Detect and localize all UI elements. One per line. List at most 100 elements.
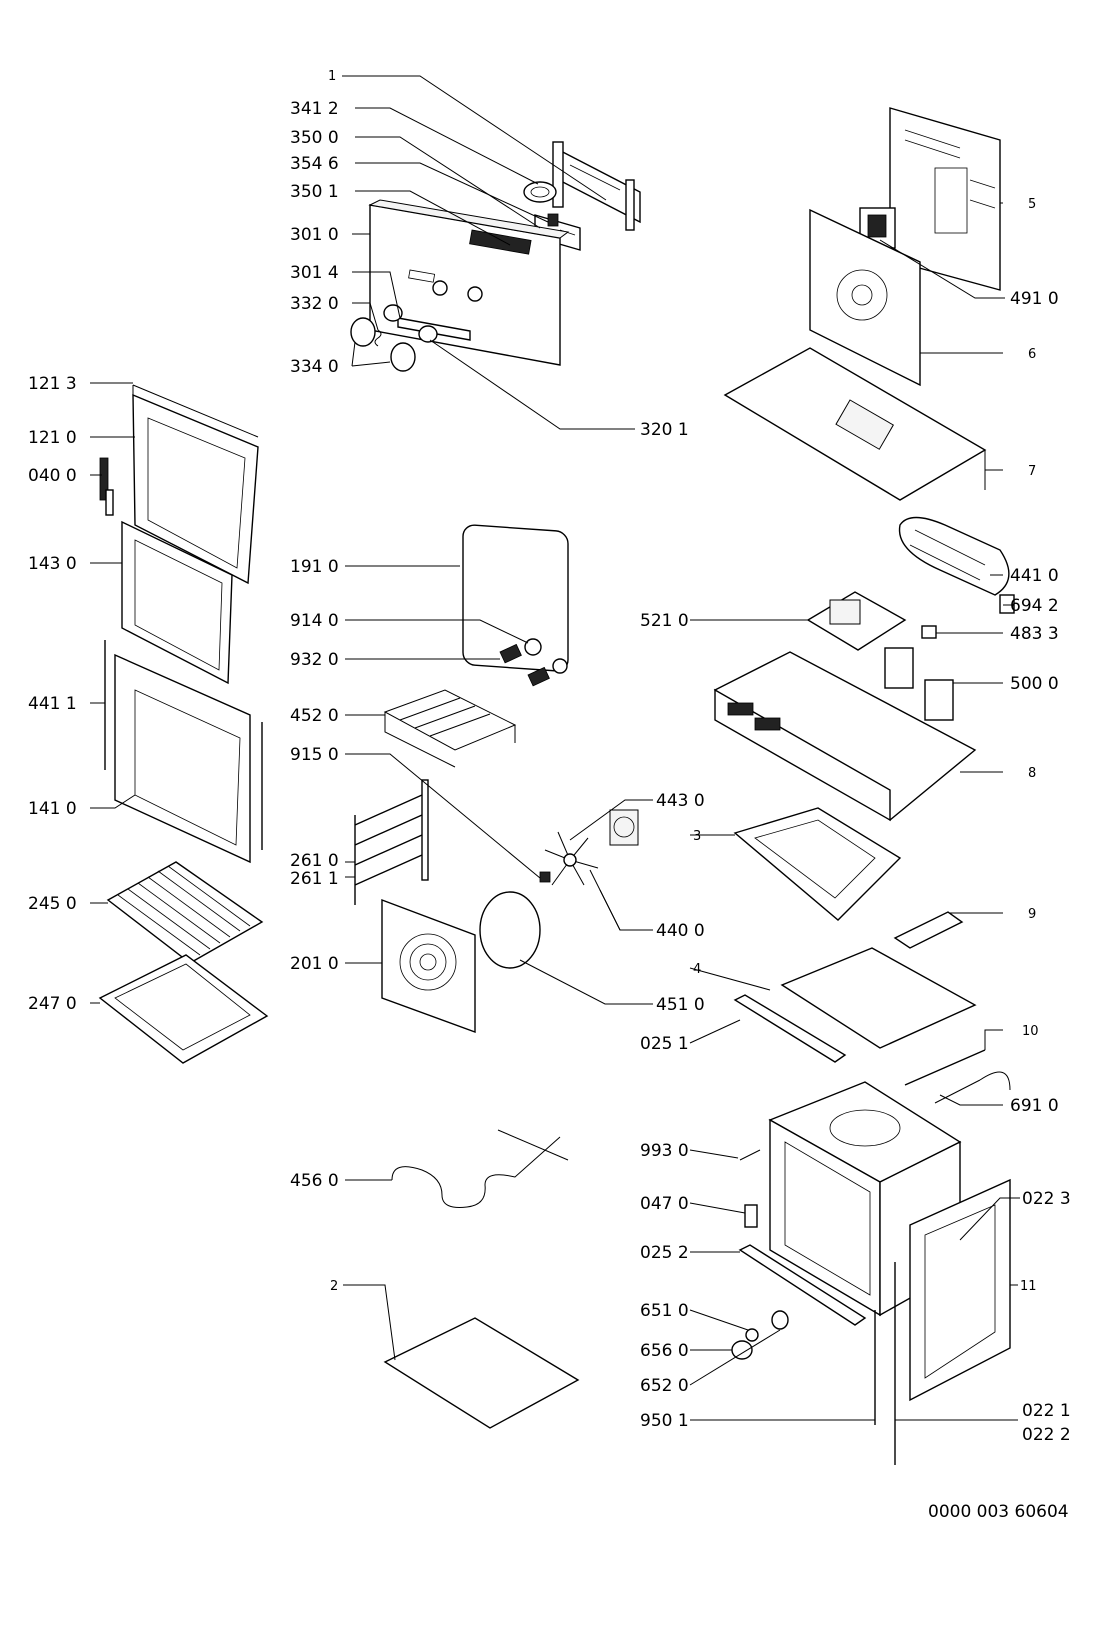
part-oven-cavity: [768, 1081, 962, 1317]
part-inner-glass-1430: [121, 520, 233, 685]
label-4520: 452 0: [290, 706, 339, 726]
label-0223: 022 3: [1022, 1189, 1071, 1209]
part-fan-4430: [539, 809, 639, 886]
part-labels: 1 341 2 350 0 354 6 350 1 301 0 301 4 33…: [28, 69, 1071, 1445]
part-latch-0470: [744, 1204, 758, 1228]
label-0221: 022 1: [1022, 1401, 1071, 1421]
label-3014: 301 4: [290, 263, 339, 283]
label-0400: 040 0: [28, 466, 77, 486]
part-side-panel-11: [909, 1178, 1011, 1402]
label-4400: 440 0: [656, 921, 705, 941]
label-1213: 121 3: [28, 374, 77, 394]
label-3412: 341 2: [290, 99, 339, 119]
part-knobs-3340: [350, 304, 438, 372]
label-8: 8: [1028, 766, 1036, 781]
part-rail-0252: [738, 1244, 867, 1326]
label-3: 3: [693, 829, 701, 844]
part-wire-rack-2450: [106, 861, 264, 964]
part-top-cover-7: [723, 347, 987, 501]
label-2611: 261 1: [290, 869, 339, 889]
label-1: 1: [328, 69, 336, 84]
label-1910: 191 0: [290, 557, 339, 577]
part-ring-3412: [523, 181, 557, 203]
part-plug-6942: [999, 594, 1015, 614]
label-5210: 521 0: [640, 611, 689, 631]
label-3501: 350 1: [290, 182, 339, 202]
label-3500: 350 0: [290, 128, 339, 148]
label-6910: 691 0: [1010, 1096, 1059, 1116]
label-1430: 143 0: [28, 554, 77, 574]
part-frame-3: [733, 807, 902, 921]
label-9150: 915 0: [290, 745, 339, 765]
label-0470: 047 0: [640, 1194, 689, 1214]
part-plate-4: [780, 947, 977, 1049]
part-side-rails-0221: [874, 1262, 896, 1465]
part-back-panel-6: [809, 208, 921, 387]
label-4: 4: [693, 962, 701, 977]
label-6510: 651 0: [640, 1301, 689, 1321]
label-3340: 334 0: [290, 357, 339, 377]
label-3320: 332 0: [290, 294, 339, 314]
part-door-outer-1210: [132, 384, 259, 585]
label-9501: 950 1: [640, 1411, 689, 1431]
part-tangential-fan-4410: [898, 516, 1010, 596]
label-4910: 491 0: [1010, 289, 1059, 309]
part-hinge-0400: [99, 457, 114, 516]
label-2470: 247 0: [28, 994, 77, 1014]
part-bottom-element-4560: [391, 1129, 569, 1208]
document-number: 0000 003 60604: [928, 1502, 1069, 1522]
part-rod-10: [904, 1049, 986, 1086]
label-4833: 483 3: [1010, 624, 1059, 644]
part-springs-9320: [499, 643, 550, 687]
part-bottom-plate-2: [383, 1317, 580, 1429]
label-4411: 441 1: [28, 694, 77, 714]
label-0252: 025 2: [640, 1243, 689, 1263]
label-5000: 500 0: [1010, 674, 1059, 694]
part-bracket-1: [552, 141, 641, 231]
part-glass-door-1410: [114, 653, 251, 864]
label-6560: 656 0: [640, 1341, 689, 1361]
part-shelf-supports-2610: [354, 779, 429, 905]
part-heating-element-4520: [383, 689, 517, 768]
label-2: 2: [330, 1279, 338, 1294]
part-screw-9930: [739, 1149, 761, 1161]
label-9930: 993 0: [640, 1141, 689, 1161]
leader-lines: [90, 75, 1020, 1421]
label-9140: 914 0: [290, 611, 339, 631]
part-rear-panel-5: [889, 107, 1001, 291]
label-2010: 201 0: [290, 954, 339, 974]
label-9320: 932 0: [290, 650, 339, 670]
label-11: 11: [1020, 1279, 1037, 1294]
part-nut-9140: [524, 638, 568, 674]
part-seal-4411: [104, 640, 263, 850]
label-1210: 121 0: [28, 428, 77, 448]
label-2610: 261 0: [290, 851, 339, 871]
part-bracket-9: [893, 911, 964, 949]
part-housing-8: [713, 651, 977, 822]
part-tray-2470: [98, 954, 269, 1064]
part-gasket-1910: [462, 524, 569, 672]
label-4560: 456 0: [290, 1171, 339, 1191]
label-10: 10: [1022, 1024, 1039, 1039]
label-0251: 025 1: [640, 1034, 689, 1054]
part-ring-heater-4510: [479, 891, 541, 969]
part-relays-5000: [884, 647, 954, 721]
part-knob-parts-6510: [731, 1310, 789, 1360]
label-1410: 141 0: [28, 799, 77, 819]
label-0222: 022 2: [1022, 1425, 1071, 1445]
label-3010: 301 0: [290, 225, 339, 245]
part-spring-3320: [374, 329, 382, 347]
part-rail-0251: [733, 994, 847, 1063]
label-4410: 441 0: [1010, 566, 1059, 586]
label-3546: 354 6: [290, 154, 339, 174]
label-7: 7: [1028, 464, 1036, 479]
label-6520: 652 0: [640, 1376, 689, 1396]
part-sensor-6910: [934, 1071, 1011, 1104]
part-fan-cover-2010: [381, 898, 476, 1034]
label-4510: 451 0: [656, 995, 705, 1015]
label-6942: 694 2: [1010, 596, 1059, 616]
label-5: 5: [1028, 197, 1036, 212]
part-module-5210: [806, 591, 907, 651]
label-3201: 320 1: [640, 420, 689, 440]
